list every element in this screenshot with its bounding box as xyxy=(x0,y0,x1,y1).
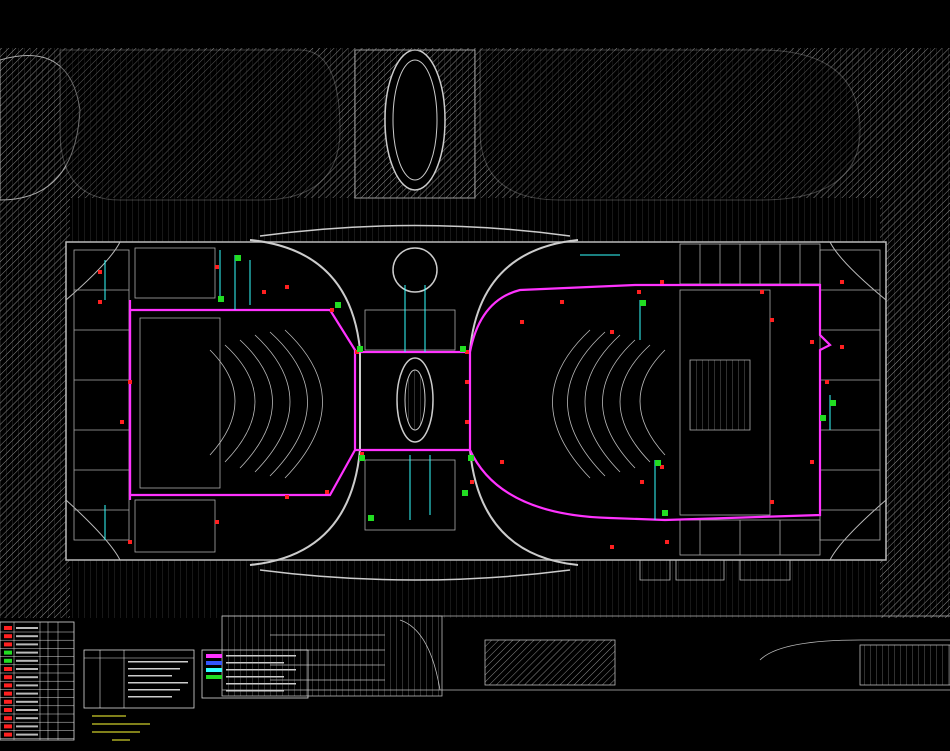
legend-text-mark xyxy=(16,725,38,728)
green-devices xyxy=(218,255,836,521)
legend-text-mark xyxy=(16,659,38,662)
legend-text-mark xyxy=(16,709,38,711)
seating-left xyxy=(209,329,323,479)
note-text-mark xyxy=(226,655,296,657)
central-oval xyxy=(396,357,434,443)
legend-text-mark xyxy=(16,627,38,629)
legend-swatch xyxy=(4,667,12,671)
legend-text-mark xyxy=(16,700,38,703)
note-text-mark xyxy=(128,682,188,684)
legend-swatch xyxy=(4,683,12,688)
branch-lines xyxy=(104,250,831,540)
legend-text-mark xyxy=(16,692,38,695)
note-text-mark xyxy=(226,683,296,685)
legend-swatch xyxy=(4,634,12,639)
note-text-mark xyxy=(226,690,284,692)
legend-text-mark xyxy=(16,635,38,638)
legend-swatch xyxy=(4,650,12,655)
seating-right xyxy=(552,329,666,479)
note-text-mark xyxy=(226,669,296,671)
legend-text-mark xyxy=(16,676,38,679)
note-text-mark xyxy=(128,675,172,677)
legend-swatch xyxy=(4,699,12,704)
building-outline xyxy=(65,224,887,581)
note-text-mark xyxy=(128,689,180,691)
legend-text-mark xyxy=(16,733,38,736)
legend-text-mark xyxy=(16,668,38,670)
legend-swatch xyxy=(4,716,12,721)
legend-swatch xyxy=(4,732,12,737)
oval-fountain xyxy=(384,49,446,191)
note-text-mark xyxy=(226,676,284,678)
note-text-mark xyxy=(226,662,284,664)
legend-swatch xyxy=(4,691,12,696)
note-text-mark xyxy=(128,661,188,663)
top-band xyxy=(0,0,950,48)
legend-table xyxy=(0,621,75,741)
legend-swatch xyxy=(4,658,12,663)
room-partitions xyxy=(73,243,881,556)
legend-swatch xyxy=(4,724,12,729)
legend-swatch xyxy=(4,642,12,647)
legend-swatch xyxy=(4,708,12,712)
yellow-annotations xyxy=(92,715,150,741)
legend-text-mark xyxy=(16,717,38,720)
legend-text-mark xyxy=(16,651,38,654)
legend-text-mark xyxy=(16,684,38,687)
rotunda xyxy=(392,247,438,293)
note-text-mark xyxy=(128,696,172,698)
note-text-mark xyxy=(128,668,180,670)
notes-block xyxy=(83,649,309,709)
legend-swatch xyxy=(4,626,12,630)
legend-swatch xyxy=(4,675,12,680)
legend-text-mark xyxy=(16,643,38,646)
